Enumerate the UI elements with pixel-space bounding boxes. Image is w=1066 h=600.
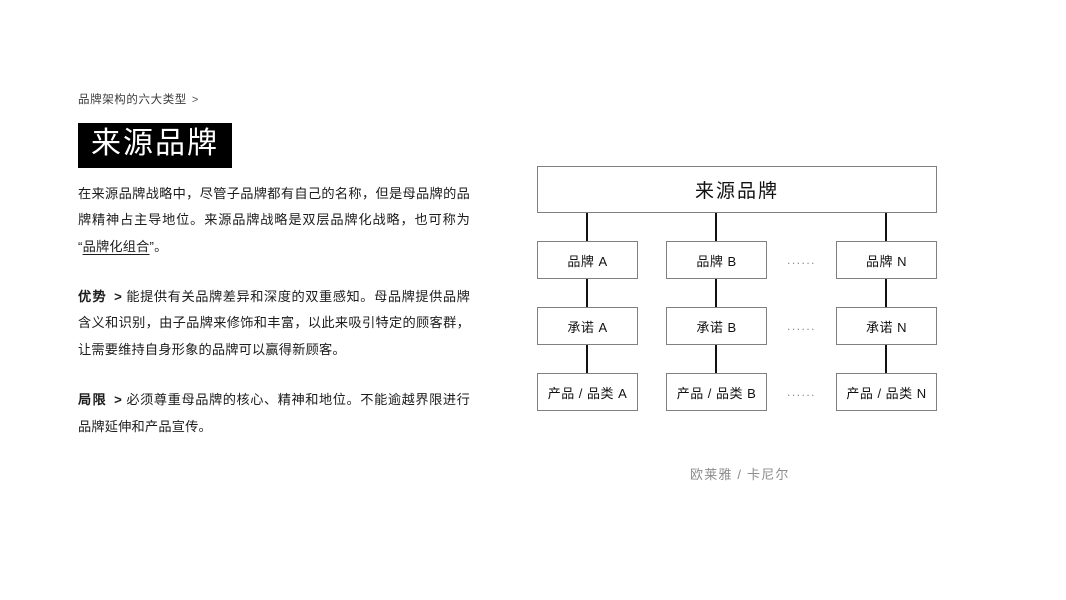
- connector-line: [586, 213, 588, 241]
- ellipsis-promise-row: ......: [786, 319, 816, 333]
- connector-line: [715, 279, 717, 307]
- diagram-row-product: 产品 / 品类 A 产品 / 品类 B ...... 产品 / 品类 N: [537, 373, 937, 411]
- page-title: 来源品牌: [78, 123, 232, 168]
- advantage-caret-icon: >: [114, 289, 123, 304]
- advantage-paragraph: 优势 >能提供有关品牌差异和深度的双重感知。母品牌提供品牌含义和识别，由子品牌来修…: [78, 284, 470, 363]
- intro-underlined-term: 品牌化组合: [82, 238, 150, 254]
- intro-text-tail: ”。: [149, 238, 168, 254]
- connector-line: [885, 279, 887, 307]
- diagram-node-product-b: 产品 / 品类 B: [666, 373, 767, 411]
- limitation-paragraph: 局限 >必须尊重母品牌的核心、精神和地位。不能逾越界限进行品牌延伸和产品宣传。: [78, 387, 470, 440]
- intro-paragraph: 在来源品牌战略中，尽管子品牌都有自己的名称，但是母品牌的品牌精神占主导地位。来源…: [78, 181, 470, 260]
- limitation-label: 局限: [78, 392, 108, 408]
- diagram-node-brand-a: 品牌 A: [537, 241, 638, 279]
- limitation-caret-icon: >: [114, 392, 123, 408]
- connector-group-brand-to-promise: [537, 279, 937, 307]
- connector-line: [885, 213, 887, 241]
- brand-architecture-diagram: 来源品牌 品牌 A 品牌 B ...... 品牌 N 承诺 A 承诺 B ...…: [537, 166, 937, 411]
- advantage-label: 优势: [78, 289, 108, 304]
- diagram-caption: 欧莱雅 / 卡尼尔: [690, 467, 790, 482]
- connector-line: [885, 345, 887, 373]
- breadcrumb-chevron-icon: >: [191, 94, 199, 106]
- limitation-text: 必须尊重母品牌的核心、精神和地位。不能逾越界限进行品牌延伸和产品宣传。: [78, 392, 471, 434]
- ellipsis-product-row: ......: [786, 385, 816, 399]
- ellipsis-brand-row: ......: [786, 253, 816, 267]
- intro-text-lead: 在来源品牌战略中，尽管子品牌都有自己的名称，但是母品牌的品牌精神占主导地位。来源…: [78, 185, 470, 254]
- connector-line: [586, 279, 588, 307]
- breadcrumb-label: 品牌架构的六大类型: [78, 94, 187, 106]
- advantage-text: 能提供有关品牌差异和深度的双重感知。母品牌提供品牌含义和识别，由子品牌来修饰和丰…: [78, 289, 471, 357]
- diagram-node-brand-b: 品牌 B: [666, 241, 767, 279]
- diagram-row-promise: 承诺 A 承诺 B ...... 承诺 N: [537, 307, 937, 345]
- diagram-node-promise-b: 承诺 B: [666, 307, 767, 345]
- connector-line: [715, 213, 717, 241]
- diagram-node-product-a: 产品 / 品类 A: [537, 373, 638, 411]
- breadcrumb[interactable]: 品牌架构的六大类型 >: [78, 92, 470, 108]
- connector-group-root-to-brand: [537, 213, 937, 241]
- connector-line: [715, 345, 717, 373]
- diagram-node-brand-n: 品牌 N: [836, 241, 937, 279]
- article-column: 品牌架构的六大类型 > 来源品牌 在来源品牌战略中，尽管子品牌都有自己的名称，但是…: [78, 92, 470, 453]
- diagram-node-root: 来源品牌: [537, 166, 937, 213]
- diagram-node-promise-n: 承诺 N: [836, 307, 937, 345]
- diagram-node-promise-a: 承诺 A: [537, 307, 638, 345]
- diagram-row-brand: 品牌 A 品牌 B ...... 品牌 N: [537, 241, 937, 279]
- diagram-node-product-n: 产品 / 品类 N: [836, 373, 937, 411]
- connector-group-promise-to-product: [537, 345, 937, 373]
- connector-line: [586, 345, 588, 373]
